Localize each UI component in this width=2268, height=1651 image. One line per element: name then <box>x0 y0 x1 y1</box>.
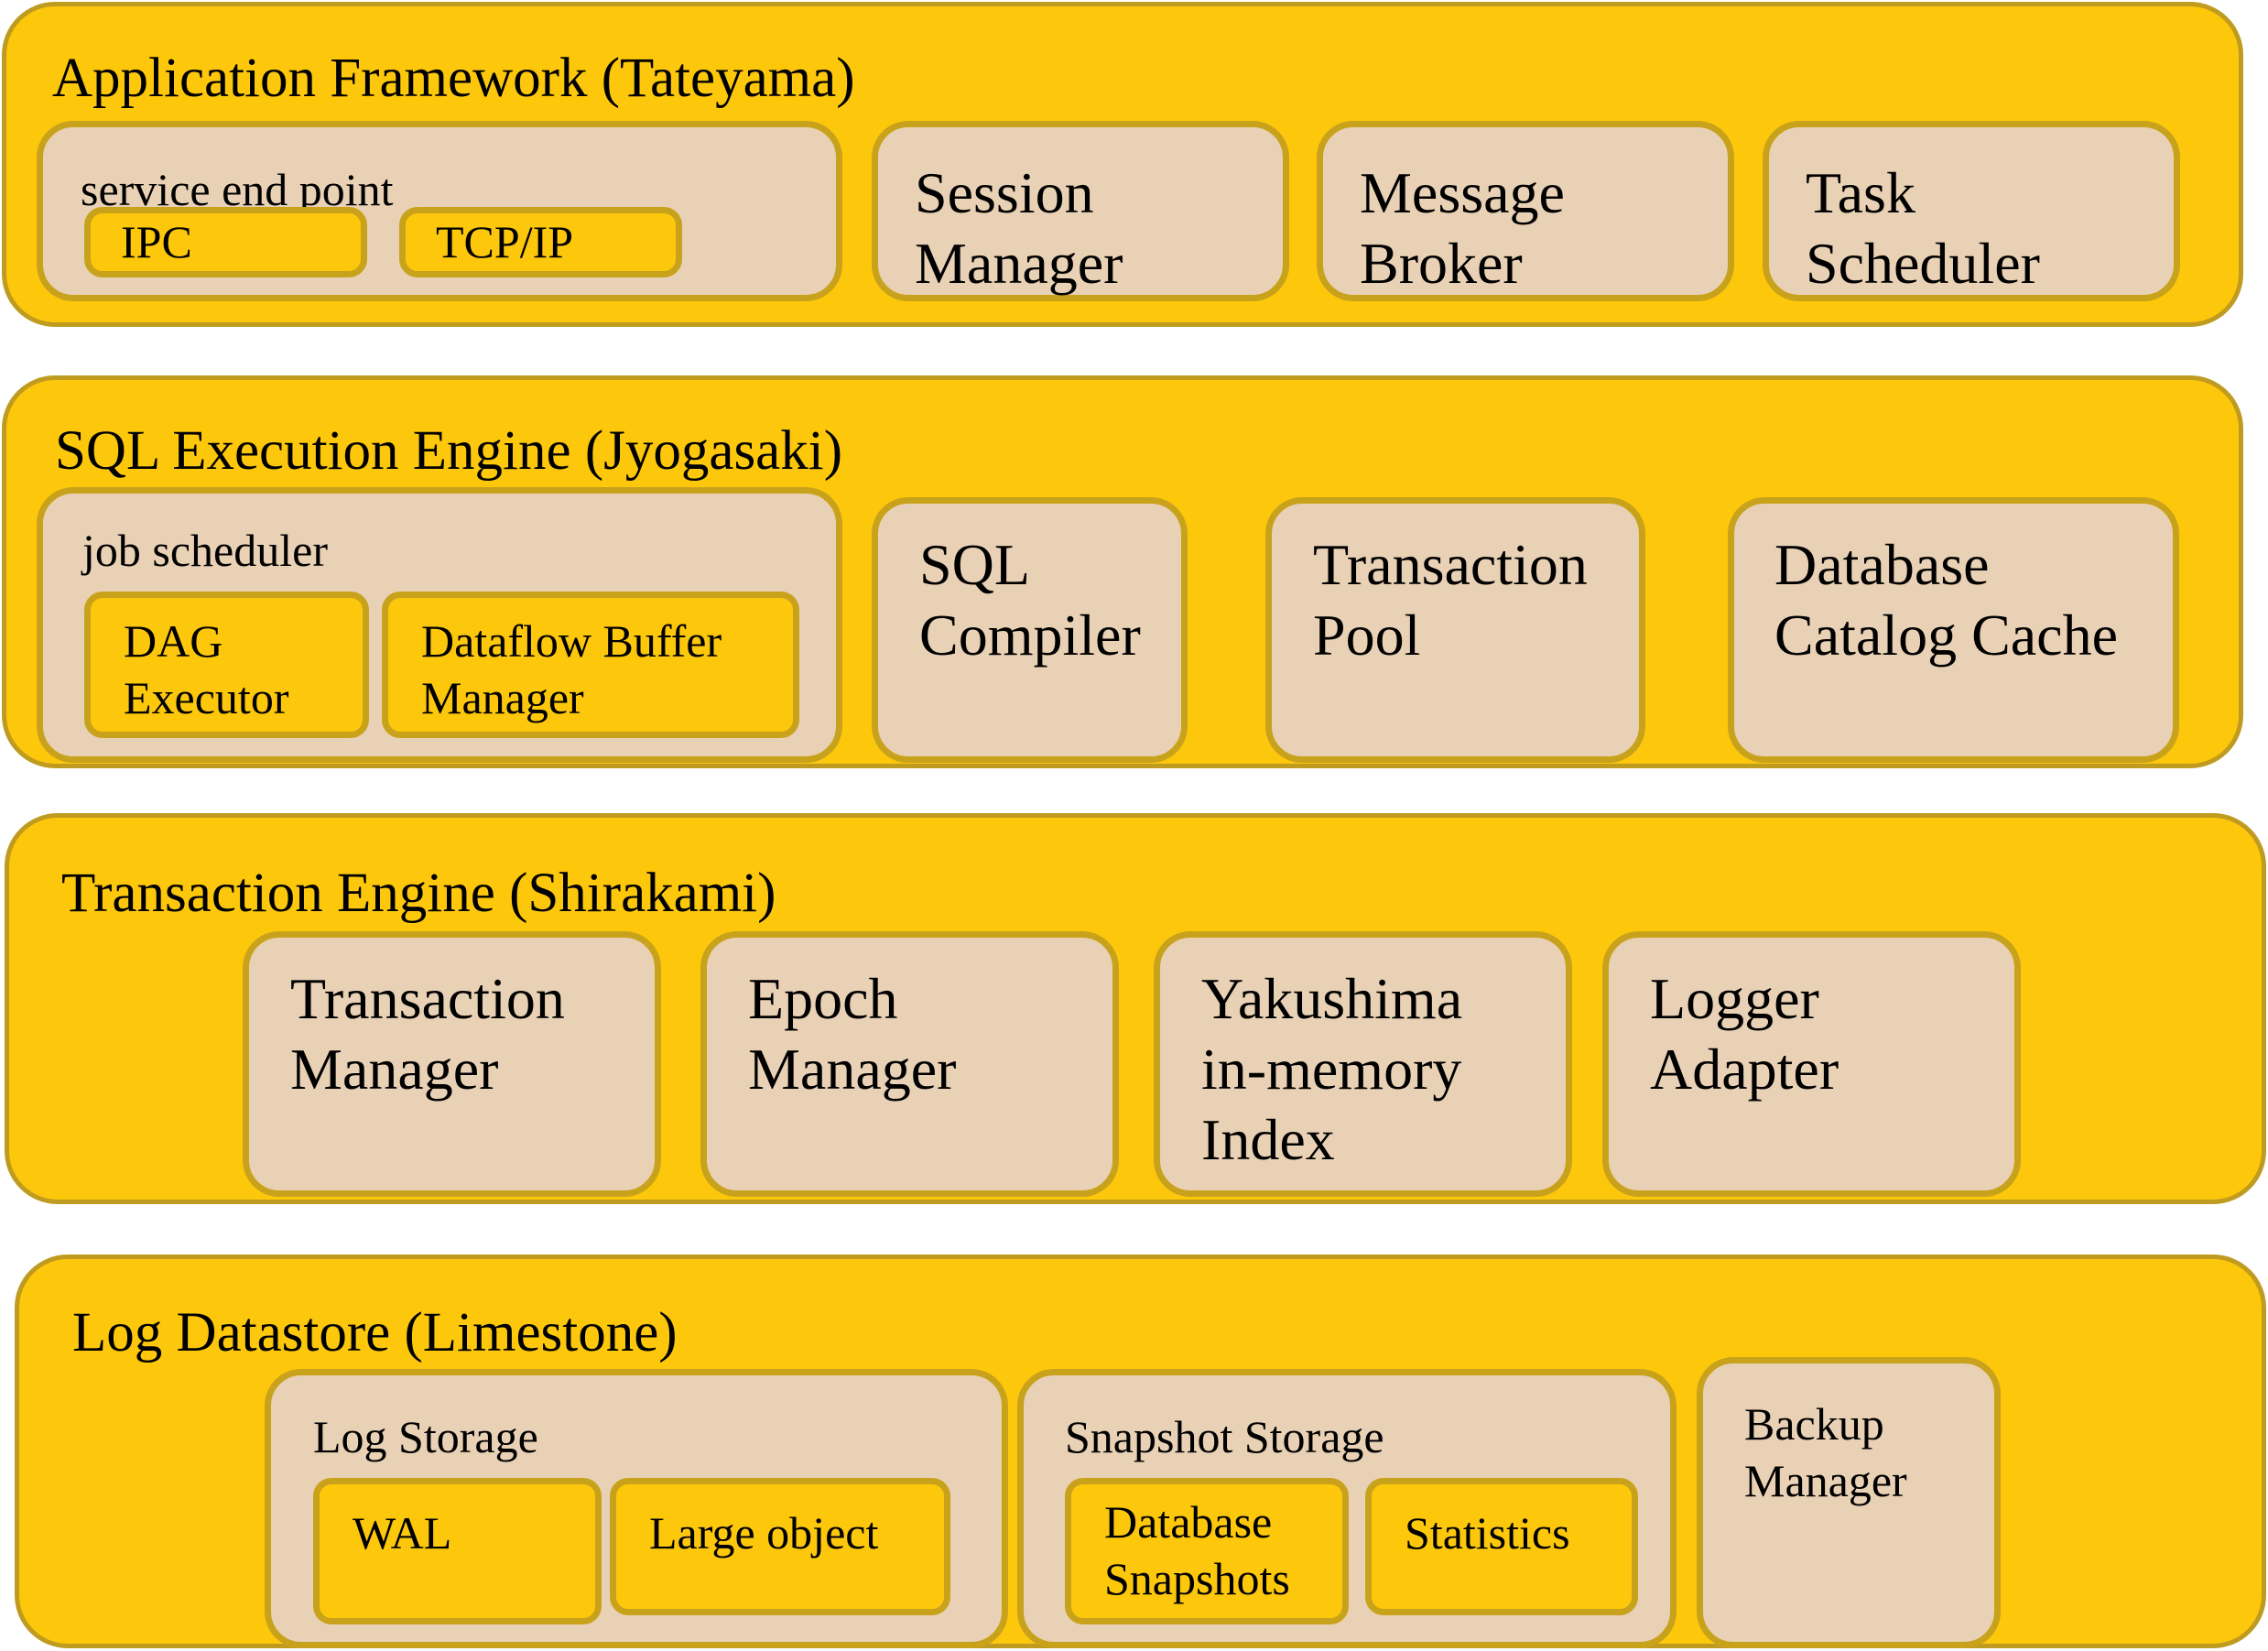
box-label: Backup Manager <box>1744 1398 1907 1506</box>
layer-transaction-engine: Transaction Engine (Shirakami) Transacti… <box>5 813 2266 1204</box>
transaction-pool-box: Transaction Pool <box>1265 497 1645 763</box>
sub-label: Statistics <box>1405 1507 1570 1559</box>
box-label: Task Scheduler <box>1806 160 2040 296</box>
box-label: Transaction Manager <box>290 966 565 1102</box>
task-scheduler-box: Task Scheduler <box>1763 121 2180 301</box>
tcp-ip-box: TCP/IP <box>399 207 682 277</box>
sub-label: IPC <box>121 216 192 267</box>
epoch-manager-box: Epoch Manager <box>700 931 1119 1197</box>
dataflow-buffer-manager-box: Dataflow Buffer Manager <box>382 592 799 738</box>
log-storage-group: Log Storage WAL Large object <box>265 1369 1008 1648</box>
box-label: Message Broker <box>1360 160 1565 296</box>
backup-manager-box: Backup Manager <box>1697 1357 2001 1648</box>
layer-title: Application Framework (Tateyama) <box>52 48 855 109</box>
layer-application-framework: Application Framework (Tateyama) service… <box>2 2 2243 327</box>
wal-box: WAL <box>313 1478 602 1624</box>
sub-label: TCP/IP <box>436 216 574 267</box>
sub-label: Large object <box>649 1507 879 1559</box>
session-manager-box: Session Manager <box>872 121 1289 301</box>
service-end-point-group: service end point IPC TCP/IP <box>37 121 842 301</box>
statistics-box: Statistics <box>1365 1478 1638 1615</box>
box-label: Epoch Manager <box>748 966 957 1102</box>
layer-log-datastore: Log Datastore (Limestone) Log Storage WA… <box>15 1255 2266 1648</box>
large-object-box: Large object <box>610 1478 950 1615</box>
group-title: service end point <box>81 164 394 215</box>
logger-adapter-box: Logger Adapter <box>1602 931 2021 1197</box>
layer-title: SQL Execution Engine (Jyogasaki) <box>55 420 843 482</box>
job-scheduler-group: job scheduler DAG Executor Dataflow Buff… <box>37 487 842 763</box>
group-title: Snapshot Storage <box>1065 1411 1384 1462</box>
box-label: Database Catalog Cache <box>1774 532 2118 668</box>
transaction-manager-box: Transaction Manager <box>243 931 661 1197</box>
database-catalog-cache-box: Database Catalog Cache <box>1728 497 2179 763</box>
sub-label: WAL <box>353 1507 452 1559</box>
ipc-box: IPC <box>84 207 367 277</box>
box-label: Yakushima in-memory Index <box>1201 966 1463 1172</box>
sql-compiler-box: SQL Compiler <box>872 497 1188 763</box>
group-title: Log Storage <box>313 1411 538 1462</box>
layer-title: Log Datastore (Limestone) <box>72 1302 678 1363</box>
group-title: job scheduler <box>82 525 328 576</box>
sub-label: DAG Executor <box>124 615 289 723</box>
message-broker-box: Message Broker <box>1317 121 1734 301</box>
snapshot-storage-group: Snapshot Storage Database Snapshots Stat… <box>1017 1369 1677 1648</box>
box-label: Session Manager <box>915 160 1123 296</box>
yakushima-index-box: Yakushima in-memory Index <box>1154 931 1572 1197</box>
database-snapshots-box: Database Snapshots <box>1065 1478 1349 1624</box>
box-label: Transaction Pool <box>1313 532 1588 668</box>
layer-title: Transaction Engine (Shirakami) <box>61 863 776 924</box>
layer-sql-execution-engine: SQL Execution Engine (Jyogasaki) job sch… <box>2 375 2243 768</box>
sub-label: Dataflow Buffer Manager <box>421 615 722 723</box>
box-label: SQL Compiler <box>919 532 1141 668</box>
sub-label: Database Snapshots <box>1104 1496 1290 1604</box>
dag-executor-box: DAG Executor <box>84 592 369 738</box>
box-label: Logger Adapter <box>1650 966 1839 1102</box>
